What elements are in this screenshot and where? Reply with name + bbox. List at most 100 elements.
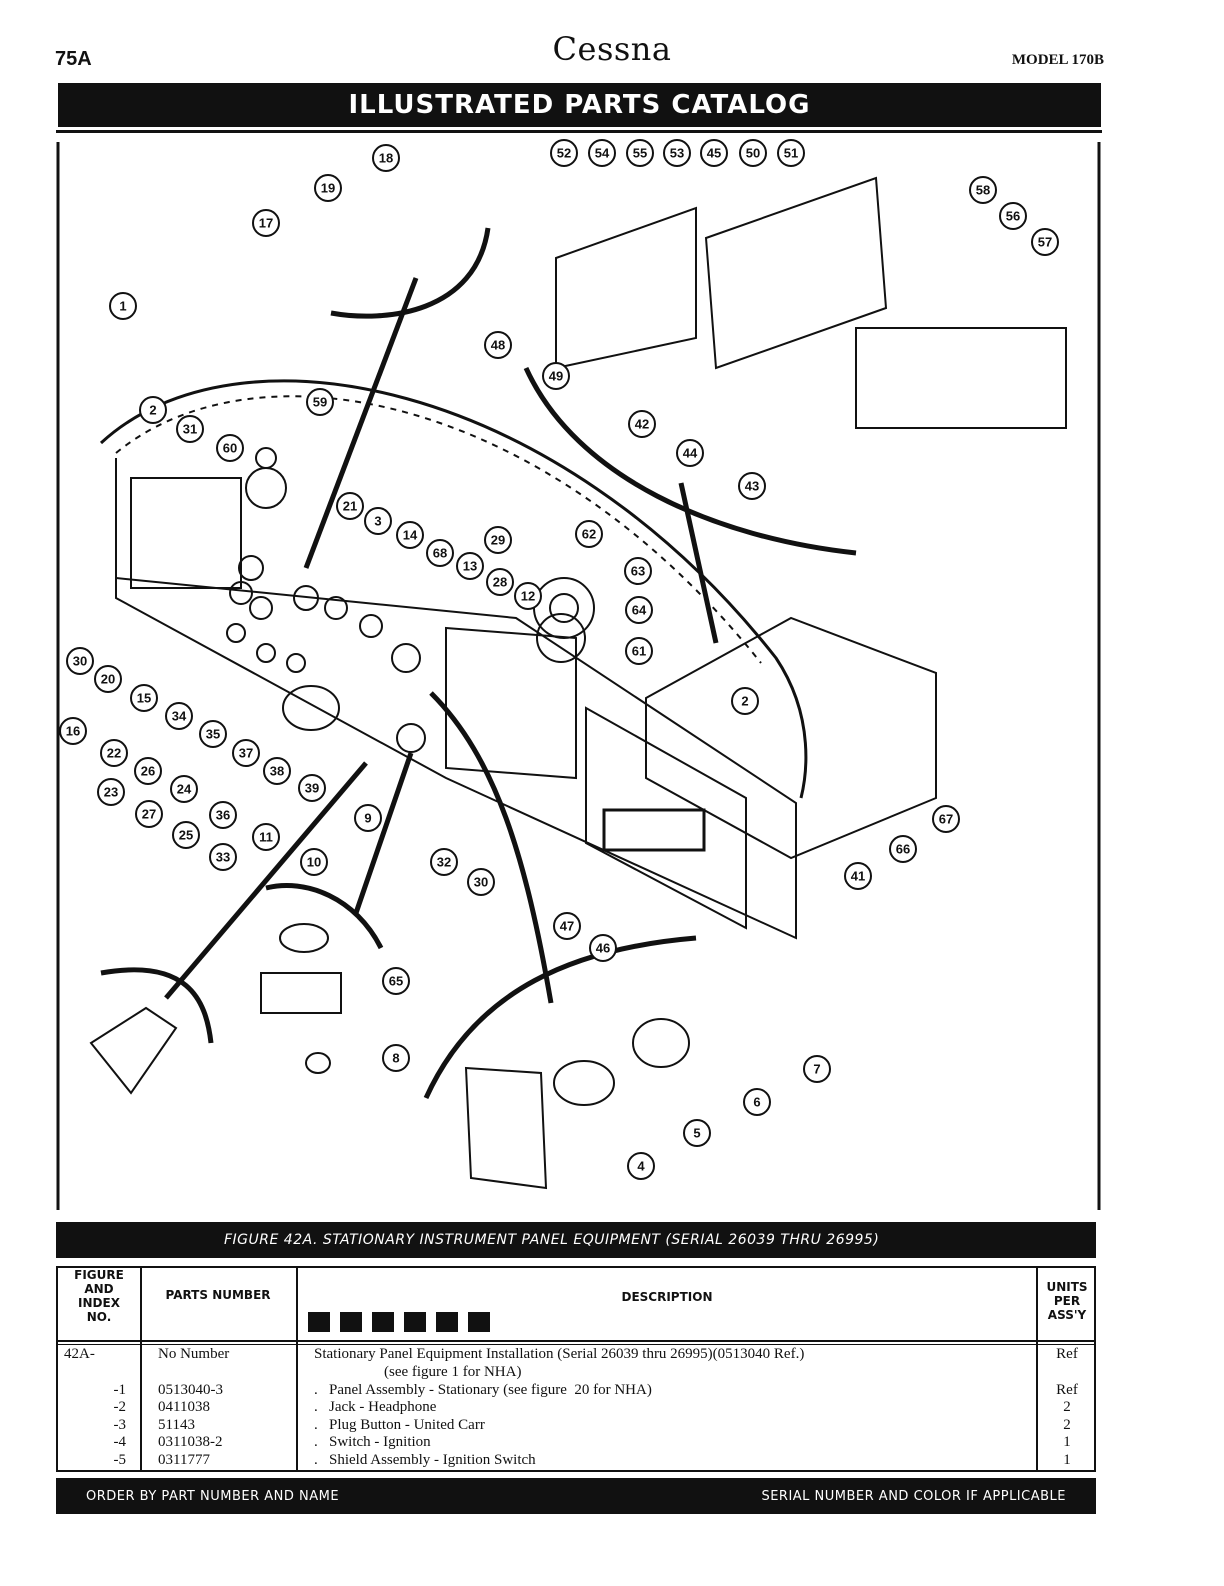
callout-12: 12 xyxy=(514,582,542,610)
svg-text:63: 63 xyxy=(631,564,645,579)
svg-text:25: 25 xyxy=(179,828,193,843)
col-header-units-line: UNITS xyxy=(1046,1280,1088,1294)
col-header-index-line: NO. xyxy=(86,1310,112,1324)
table-cell-units: 1 xyxy=(1063,1434,1071,1450)
callout-11: 11 xyxy=(252,823,280,851)
svg-text:57: 57 xyxy=(1038,235,1052,250)
callout-10: 10 xyxy=(300,848,328,876)
callout-39: 39 xyxy=(298,774,326,802)
callout-50: 50 xyxy=(739,139,767,167)
table-cell-units: 2 xyxy=(1063,1399,1071,1415)
table-cell-part: 0311038-2 xyxy=(158,1434,223,1450)
svg-text:22: 22 xyxy=(107,746,121,761)
table-cell-index: -3 xyxy=(113,1417,127,1433)
callout-18: 18 xyxy=(372,144,400,172)
svg-text:10: 10 xyxy=(307,855,321,870)
callout-19: 19 xyxy=(314,174,342,202)
svg-text:47: 47 xyxy=(560,919,574,934)
callout-6: 6 xyxy=(743,1088,771,1116)
model-label: MODEL 170B xyxy=(1011,52,1104,68)
callout-45: 45 xyxy=(700,139,728,167)
col-header-units-line: PER xyxy=(1053,1294,1081,1308)
callout-17: 17 xyxy=(252,209,280,237)
svg-text:37: 37 xyxy=(239,746,253,761)
callout-63: 63 xyxy=(624,557,652,585)
header-block-marks xyxy=(308,1312,500,1337)
svg-text:9: 9 xyxy=(364,811,371,826)
svg-text:46: 46 xyxy=(596,941,610,956)
callout-31: 31 xyxy=(176,415,204,443)
svg-text:29: 29 xyxy=(491,533,505,548)
svg-text:34: 34 xyxy=(172,709,187,724)
svg-text:60: 60 xyxy=(223,441,237,456)
callout-46: 46 xyxy=(589,934,617,962)
figure-caption-text: FIGURE 42A. STATIONARY INSTRUMENT PANEL … xyxy=(224,1232,880,1248)
callout-23: 23 xyxy=(97,778,125,806)
svg-text:59: 59 xyxy=(313,395,327,410)
table-cell-units: Ref xyxy=(1056,1382,1078,1398)
footer-right: SERIAL NUMBER AND COLOR IF APPLICABLE xyxy=(761,1488,1066,1504)
table-cell-part: 0311777 xyxy=(158,1452,210,1468)
callout-29: 29 xyxy=(484,526,512,554)
footer-bar: ORDER BY PART NUMBER AND NAME SERIAL NUM… xyxy=(56,1478,1096,1514)
brand-logo: Cessna xyxy=(552,30,672,68)
svg-text:58: 58 xyxy=(976,183,990,198)
table-cell-index: 42A- xyxy=(64,1346,95,1362)
svg-text:17: 17 xyxy=(259,216,273,231)
callout-56: 56 xyxy=(999,202,1027,230)
callout-22: 22 xyxy=(100,739,128,767)
svg-text:21: 21 xyxy=(343,499,357,514)
svg-text:18: 18 xyxy=(379,151,393,166)
table-cell-description: . Shield Assembly - Ignition Switch xyxy=(314,1452,536,1468)
callout-53: 53 xyxy=(663,139,691,167)
col-header-units: UNITS PER ASS'Y xyxy=(1038,1280,1096,1322)
col-header-units-line: ASS'Y xyxy=(1047,1308,1087,1322)
callout-8: 8 xyxy=(382,1044,410,1072)
col-divider xyxy=(296,1268,298,1470)
svg-text:24: 24 xyxy=(177,782,192,797)
svg-text:38: 38 xyxy=(270,764,284,779)
svg-text:49: 49 xyxy=(549,369,563,384)
svg-text:16: 16 xyxy=(66,724,80,739)
callout-65: 65 xyxy=(382,967,410,995)
svg-text:62: 62 xyxy=(582,527,596,542)
callout-38: 38 xyxy=(263,757,291,785)
footer-left: ORDER BY PART NUMBER AND NAME xyxy=(86,1488,340,1504)
svg-text:53: 53 xyxy=(670,146,684,161)
callout-55: 55 xyxy=(626,139,654,167)
callout-16: 16 xyxy=(59,717,87,745)
callout-33: 33 xyxy=(209,843,237,871)
callout-15: 15 xyxy=(130,684,158,712)
callout-48: 48 xyxy=(484,331,512,359)
callout-14: 14 xyxy=(396,521,424,549)
parts-table: FIGURE AND INDEX NO. PARTS NUMBER DESCRI… xyxy=(56,1266,1096,1472)
callout-47: 47 xyxy=(553,912,581,940)
svg-text:20: 20 xyxy=(101,672,115,687)
table-cell-units: Ref xyxy=(1056,1346,1078,1362)
svg-text:64: 64 xyxy=(632,603,647,618)
svg-text:55: 55 xyxy=(633,146,647,161)
callout-61: 61 xyxy=(625,637,653,665)
table-cell-index: -1 xyxy=(113,1382,127,1398)
table-cell-description: (see figure 1 for NHA) xyxy=(384,1364,522,1380)
callout-67: 67 xyxy=(932,805,960,833)
table-cell-index: -5 xyxy=(113,1452,127,1468)
col-header-index-line: INDEX xyxy=(78,1296,120,1310)
svg-text:14: 14 xyxy=(403,528,418,543)
table-cell-part: 0513040-3 xyxy=(158,1382,223,1398)
svg-text:65: 65 xyxy=(389,974,403,989)
svg-text:8: 8 xyxy=(392,1051,399,1066)
col-header-index: FIGURE AND INDEX NO. xyxy=(58,1268,140,1324)
svg-text:36: 36 xyxy=(216,808,230,823)
callout-34: 34 xyxy=(165,702,193,730)
svg-text:54: 54 xyxy=(595,146,610,161)
callout-20: 20 xyxy=(94,665,122,693)
svg-text:32: 32 xyxy=(437,855,451,870)
callout-35: 35 xyxy=(199,720,227,748)
callout-51: 51 xyxy=(777,139,805,167)
svg-text:50: 50 xyxy=(746,146,760,161)
callout-2: 2 xyxy=(731,687,759,715)
callout-41: 41 xyxy=(844,862,872,890)
table-cell-description: Stationary Panel Equipment Installation … xyxy=(314,1346,805,1362)
